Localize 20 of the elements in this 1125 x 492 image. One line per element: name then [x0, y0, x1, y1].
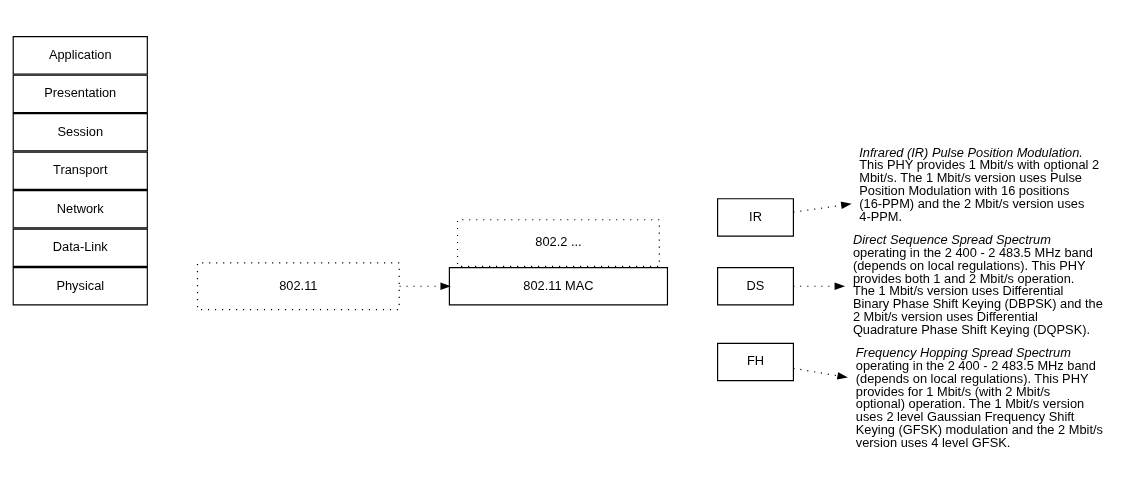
node-box: Transport [12, 151, 148, 191]
node-box: 802.11 MAC [448, 267, 669, 306]
node-text: Infrared (IR) Pulse Position Modulation. This PHY provides 1 Mbit/s with optional 2 Mbit/s. The 1 Mbit/s version uses Pulse Position Modulation with 16 positions (16-PPM) and the 2 Mbit/s version uses 4-PPM. [859, 144, 1100, 224]
node-box: 802.2 ... [456, 219, 660, 267]
node-box: Network [12, 190, 148, 229]
node-box: FH [717, 342, 794, 382]
arrow [398, 282, 451, 290]
node-box: Presentation [12, 74, 148, 114]
node-text: Frequency Hopping Spread Spectrum operating in the 2 400 - 2 483.5 MHz band (depends on local regulations). This PHY provides for 1 Mbit/s (with 2 Mbit/s optional) operation. The 1 Mbit/s version uses 2 level Gaussian Frequency Shift Keying (GFSK) modulation and the 2 Mbit/s version uses 4 level GFSK. [855, 345, 1103, 450]
node-box: DS [717, 267, 794, 306]
node-box: 802.11 [196, 262, 400, 311]
node-box: Session [12, 113, 148, 152]
arrow [792, 367, 848, 380]
arrow [792, 201, 852, 213]
node-box: IR [717, 198, 794, 237]
node-box: Data-Link [12, 228, 148, 267]
node-box: Physical [12, 267, 148, 306]
node-text: Direct Sequence Spread Spectrum operating in the 2 400 - 2 483.5 MHz band (depends on local regulations). This PHY provides both 1 and 2 Mbit/s operation. The 1 Mbit/s version uses Differential Binary Phase Shift Keying (DBPSK) and the 2 Mbit/s version uses Differential Quadrature Phase Shift Keying (DQPSK). [852, 232, 1103, 337]
arrow [792, 282, 846, 290]
node-box: Application [12, 36, 148, 75]
